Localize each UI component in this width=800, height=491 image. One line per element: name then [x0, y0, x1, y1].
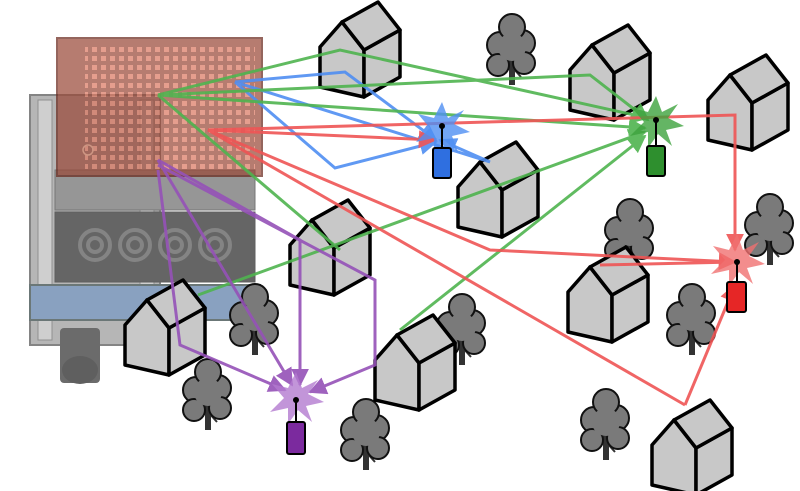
radio-green — [630, 96, 684, 177]
house — [566, 245, 650, 344]
links-red — [207, 113, 744, 407]
house — [650, 398, 734, 491]
links-blue — [234, 70, 491, 170]
links-purple — [156, 158, 377, 395]
emulator-panel — [56, 37, 263, 177]
tree — [580, 388, 630, 461]
tree — [666, 283, 716, 356]
radio-red — [711, 234, 765, 313]
tree — [486, 13, 536, 86]
house — [568, 23, 652, 122]
tree — [182, 358, 232, 431]
tree — [744, 193, 794, 266]
house — [373, 313, 457, 412]
radio-purple — [270, 372, 324, 455]
radio-blue — [416, 102, 470, 179]
tree — [340, 398, 390, 471]
links-green — [157, 48, 650, 332]
house — [706, 53, 790, 152]
